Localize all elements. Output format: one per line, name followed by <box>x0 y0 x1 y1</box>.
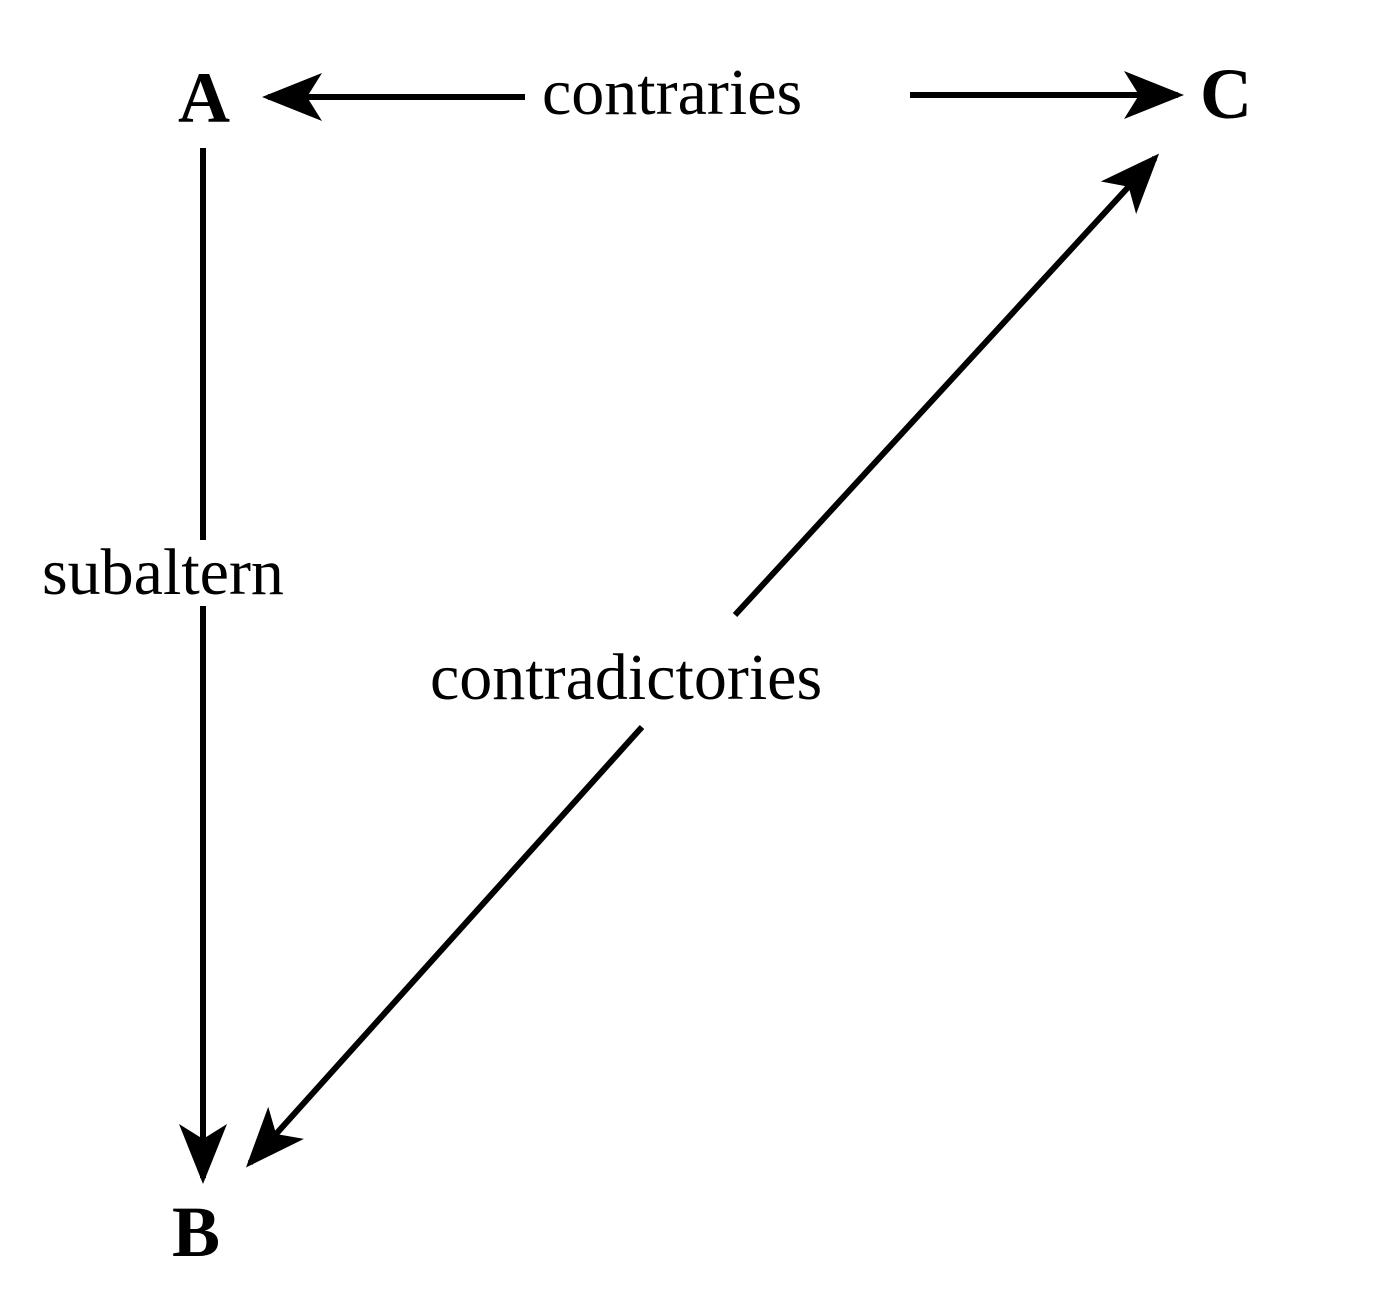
contradictories-arrow-down <box>245 724 645 1168</box>
node-b: B <box>172 1192 221 1272</box>
subaltern-label: subaltern <box>34 540 292 606</box>
node-a: A <box>178 58 230 138</box>
contraries-label: contraries <box>534 60 811 126</box>
contradictories-arrow-up <box>732 153 1160 618</box>
node-c: C <box>1200 54 1252 134</box>
contradictories-label: contradictories <box>422 645 831 711</box>
